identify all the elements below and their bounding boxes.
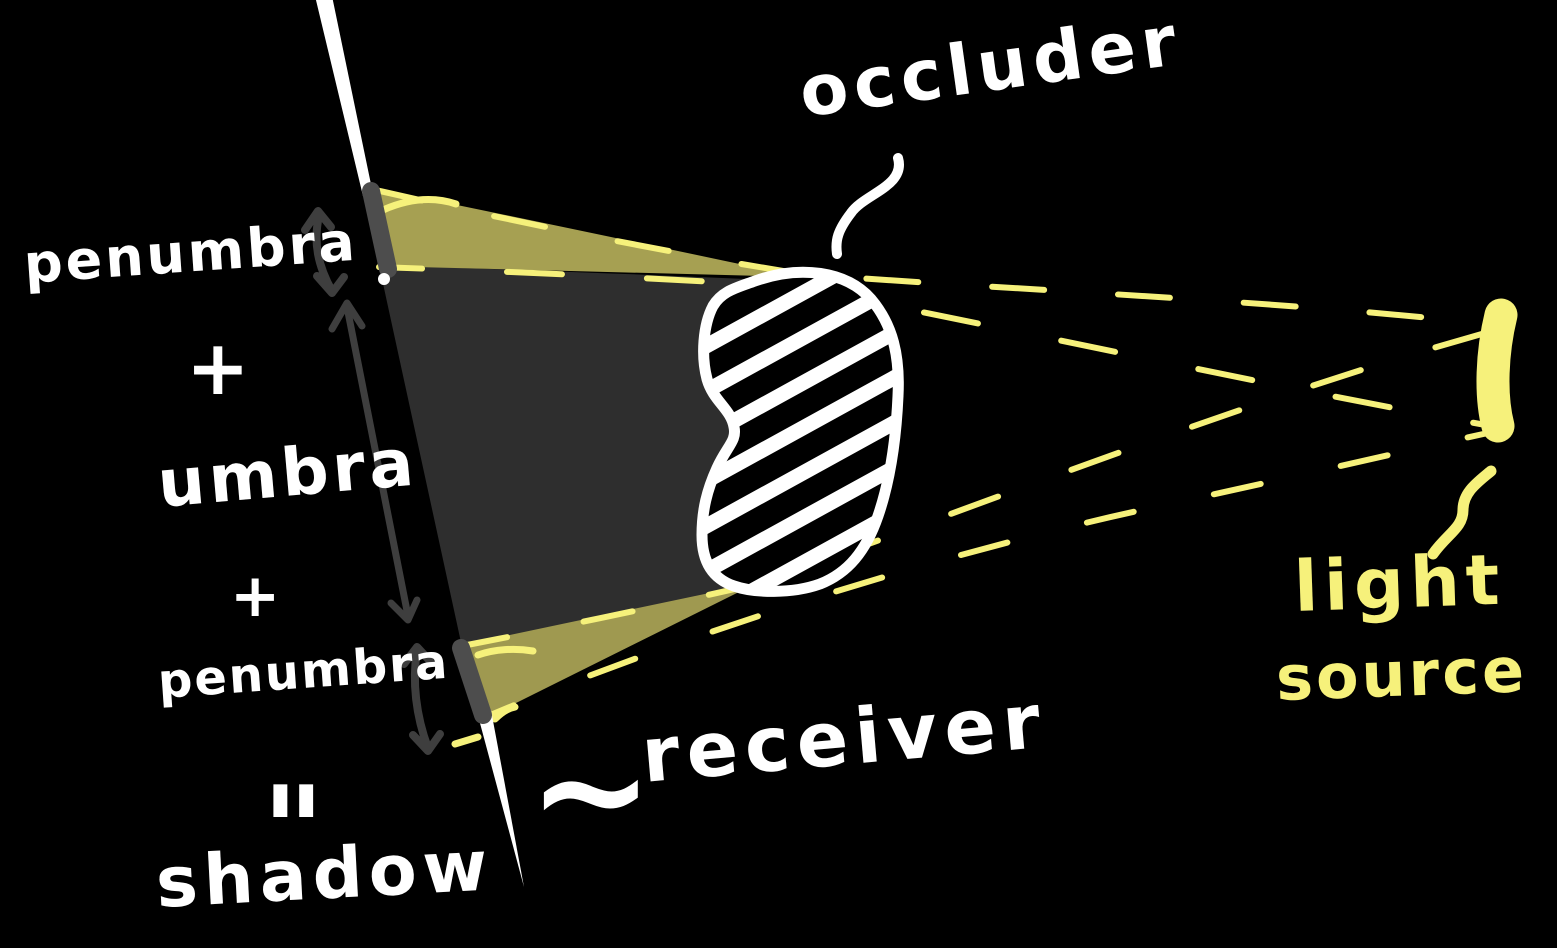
light-ray-bottom-outer <box>485 428 1500 719</box>
receiver-marker-dot <box>378 273 390 285</box>
light-ray-top-inner <box>376 264 1500 430</box>
light-source-pointer-squiggle <box>1427 465 1497 560</box>
penumbra-extent-arrow-top <box>301 207 348 297</box>
light-source-label-line2: source <box>1274 633 1529 715</box>
receiver-line-top <box>315 0 373 196</box>
receiver-marker-top <box>362 182 397 278</box>
occluder-pointer-squiggle <box>831 153 904 259</box>
penumbra-region-top <box>371 187 801 277</box>
occluder-hatching <box>702 272 899 592</box>
plus-sign-bottom: + <box>230 561 281 631</box>
receiver-tilde-icon: ~ <box>528 704 654 878</box>
light-source-bar <box>1476 298 1518 443</box>
shadow-label: shadow <box>153 824 496 924</box>
light-ray-top-outer <box>368 186 1492 327</box>
plus-sign-top: + <box>186 323 250 412</box>
penumbra-edge-highlights <box>379 196 537 748</box>
receiver-marker-bottom <box>452 639 492 724</box>
receiver-line-bottom <box>477 710 524 887</box>
light-source-label-line1: light <box>1292 538 1507 628</box>
umbra-extent-arrow <box>328 299 421 624</box>
quote-mark: " <box>262 762 325 901</box>
penumbra-extent-arrow-bottom <box>400 643 444 755</box>
penumbra-region-bottom <box>462 583 757 717</box>
